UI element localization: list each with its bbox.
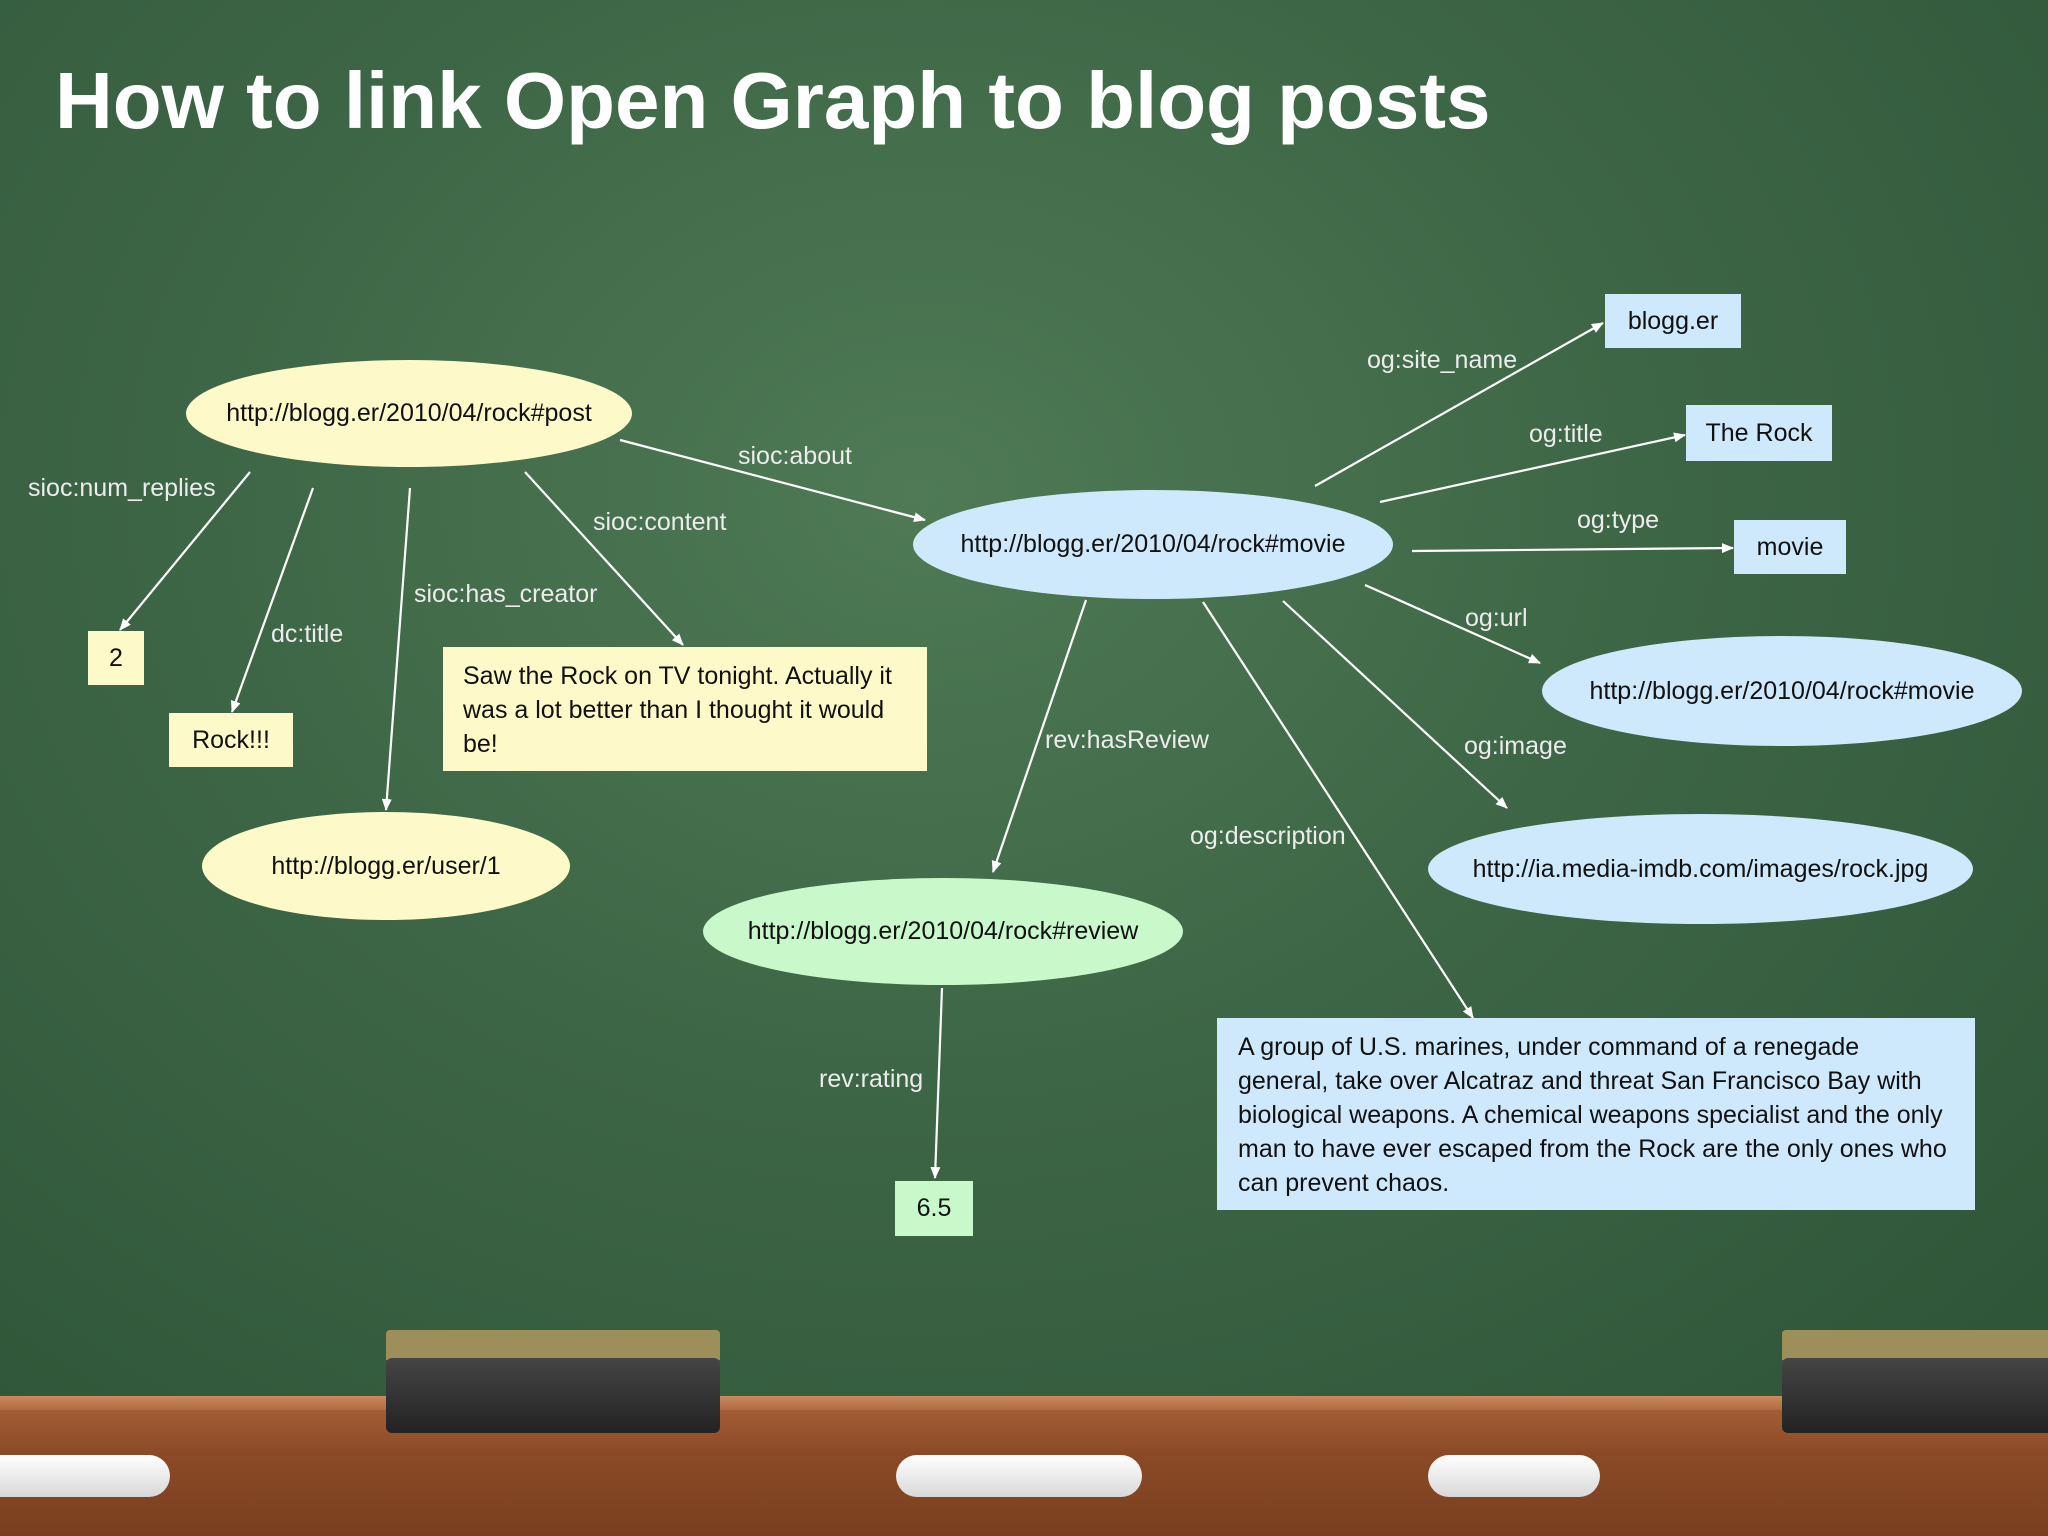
chalk-stick-1 xyxy=(0,1455,170,1497)
node-og-image-value: http://ia.media-imdb.com/images/rock.jpg xyxy=(1428,814,1973,924)
chalk-stick-3 xyxy=(1428,1455,1600,1497)
label-og-site-name: og:site_name xyxy=(1367,346,1518,374)
arrow-og-image xyxy=(1282,600,1508,809)
label-sioc-content: sioc:content xyxy=(593,508,727,536)
node-og-url-value: http://blogg.er/2010/04/rock#movie xyxy=(1542,636,2022,746)
node-title-value: Rock!!! xyxy=(169,713,293,767)
node-review: http://blogg.er/2010/04/rock#review xyxy=(703,878,1183,985)
arrow-rev-hasreview xyxy=(991,599,1088,873)
arrow-og-site-name xyxy=(1314,322,1604,487)
eraser-left xyxy=(386,1330,720,1435)
arrow-sioc-content xyxy=(524,471,684,646)
label-og-image: og:image xyxy=(1464,732,1567,760)
node-rating-value: 6.5 xyxy=(895,1181,973,1236)
node-content-value: Saw the Rock on TV tonight. Actually it … xyxy=(443,647,927,771)
arrow-og-url xyxy=(1364,583,1541,665)
node-movie: http://blogg.er/2010/04/rock#movie xyxy=(913,490,1393,599)
arrow-sioc-about xyxy=(619,438,926,523)
chalk-stick-2 xyxy=(896,1455,1142,1497)
node-og-type-value: movie xyxy=(1734,520,1846,574)
label-sioc-num-replies: sioc:num_replies xyxy=(28,474,216,502)
node-post: http://blogg.er/2010/04/rock#post xyxy=(186,360,632,467)
node-user: http://blogg.er/user/1 xyxy=(202,812,570,920)
arrow-og-title xyxy=(1379,432,1686,504)
slide-title: How to link Open Graph to blog posts xyxy=(55,56,1491,145)
label-sioc-about: sioc:about xyxy=(738,442,852,470)
label-og-title: og:title xyxy=(1529,420,1603,448)
arrow-og-description xyxy=(1202,601,1474,1019)
node-num-replies-value: 2 xyxy=(88,631,144,685)
arrow-rev-rating xyxy=(930,987,944,1179)
label-dc-title: dc:title xyxy=(271,620,344,648)
node-site-name-value: blogg.er xyxy=(1605,294,1741,348)
label-og-type: og:type xyxy=(1577,506,1660,534)
label-rev-hasreview: rev:hasReview xyxy=(1045,726,1209,754)
node-og-title-value: The Rock xyxy=(1686,405,1832,461)
arrow-og-type xyxy=(1411,543,1734,554)
arrow-sioc-has-creator xyxy=(381,487,412,811)
eraser-right xyxy=(1782,1330,2048,1435)
label-og-url: og:url xyxy=(1465,604,1528,632)
label-sioc-has-creator: sioc:has_creator xyxy=(414,580,598,608)
label-og-description: og:description xyxy=(1190,822,1346,850)
node-description-value: A group of U.S. marines, under command o… xyxy=(1217,1018,1975,1210)
arrow-dc-title xyxy=(230,487,315,713)
label-rev-rating: rev:rating xyxy=(819,1065,924,1093)
arrow-sioc-num-replies xyxy=(119,471,251,631)
